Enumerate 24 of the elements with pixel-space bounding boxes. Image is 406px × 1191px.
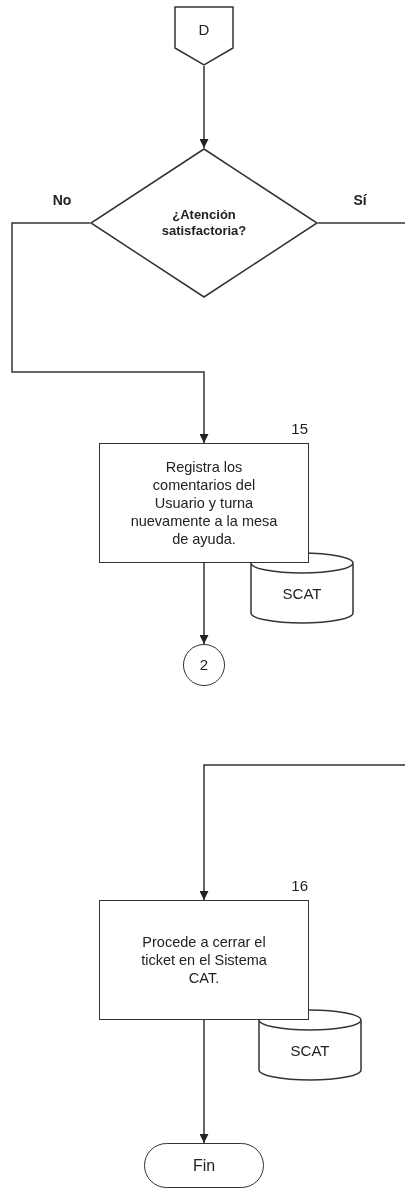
off-page-connector (174, 6, 234, 66)
arrow (199, 1019, 209, 1144)
terminator (144, 1143, 264, 1188)
arrow (199, 65, 209, 149)
connector-line (317, 222, 406, 224)
decision-diamond (90, 148, 318, 298)
step-number: 15 (291, 420, 308, 437)
database-cylinder (258, 1010, 362, 1080)
connector-label: 2 (199, 655, 209, 675)
arrow (199, 764, 406, 901)
decision-text: ¿Atención satisfactoria? (160, 206, 248, 240)
database-label: SCAT (290, 1041, 330, 1061)
connector-label: D (198, 20, 210, 40)
arrow (11, 222, 209, 444)
database-cylinder (250, 553, 354, 623)
connector-circle (183, 644, 225, 686)
step-number: 16 (291, 877, 308, 894)
edge-label: Sí (351, 192, 369, 208)
database-label: SCAT (282, 584, 322, 604)
edge-label: No (50, 192, 74, 208)
process-text: Registra los comentarios del Usuario y turna nuevamente a la mesa de ayuda. (129, 457, 279, 549)
arrow (199, 562, 209, 645)
terminator-label: Fin (192, 1155, 216, 1176)
process-text: Procede a cerrar el ticket en el Sistema CAT. (140, 932, 268, 988)
